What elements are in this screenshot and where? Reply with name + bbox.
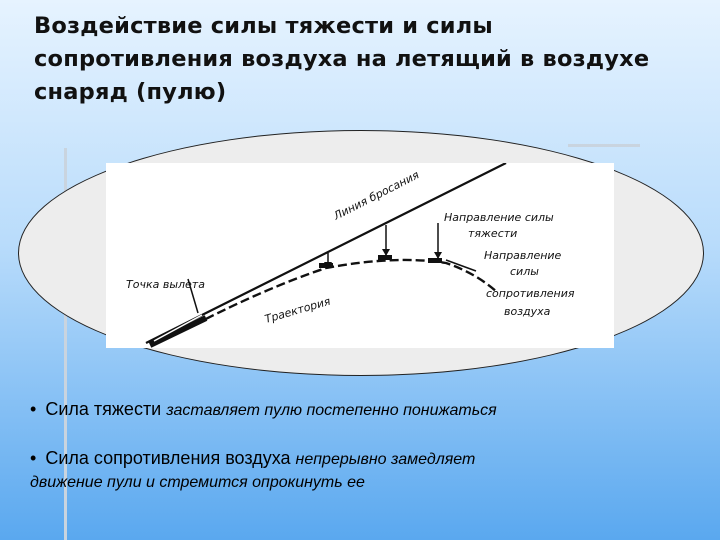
gravity-arrowhead	[324, 262, 332, 269]
bullet-gravity-tail: заставляет пулю постепенно понижаться	[166, 402, 497, 419]
bullet-air-resistance: • Сила сопротивления воздуха непрерывно …	[30, 444, 690, 474]
trajectory-diagram: Линия бросания Направление силы тяжести …	[126, 163, 575, 348]
bullet-marker	[428, 258, 442, 263]
decorative-vertical-line	[64, 148, 67, 540]
resistance-direction-label-line2: силы	[510, 265, 539, 278]
bullet-marker-2: •	[30, 448, 37, 468]
decorative-horizontal-line	[568, 144, 640, 147]
departure-point-label: Точка вылета	[126, 278, 205, 291]
bullet-gravity-lead: Сила тяжести	[45, 399, 162, 419]
resistance-direction-label-line1: Направление	[484, 249, 562, 262]
trajectory-figure: Линия бросания Направление силы тяжести …	[106, 163, 614, 348]
trajectory-curve	[193, 258, 499, 327]
trajectory-label: Траектория	[263, 295, 332, 326]
barrel-highlight	[153, 314, 203, 342]
throw-line	[145, 163, 507, 344]
bullet-air-resistance-tail: непрерывно замедляет	[295, 451, 476, 468]
resistance-arrow	[445, 259, 477, 272]
resistance-direction-label-line4: воздуха	[504, 305, 551, 318]
gravity-arrowhead	[434, 252, 442, 259]
slide-title: Воздействие силы тяжести и силы сопротив…	[34, 13, 650, 105]
bullet-gravity: • Сила тяжести заставляет пулю постепенн…	[30, 395, 690, 425]
bullet-marker	[378, 255, 392, 260]
resistance-direction-label-line3: сопротивления	[486, 287, 575, 300]
gravity-direction-label-line2: тяжести	[468, 227, 517, 240]
bullet-marker-1: •	[30, 399, 37, 419]
bullet-air-resistance-lead: Сила сопротивления воздуха	[45, 448, 291, 468]
bullet-air-resistance-tail-line2: движение пули и стремится опрокинуть ее	[30, 474, 365, 491]
gravity-direction-label-line1: Направление силы	[444, 211, 554, 224]
departure-arrow	[187, 278, 199, 314]
throw-line-label: Линия бросания	[331, 168, 422, 223]
gravity-arrowhead	[382, 249, 390, 256]
